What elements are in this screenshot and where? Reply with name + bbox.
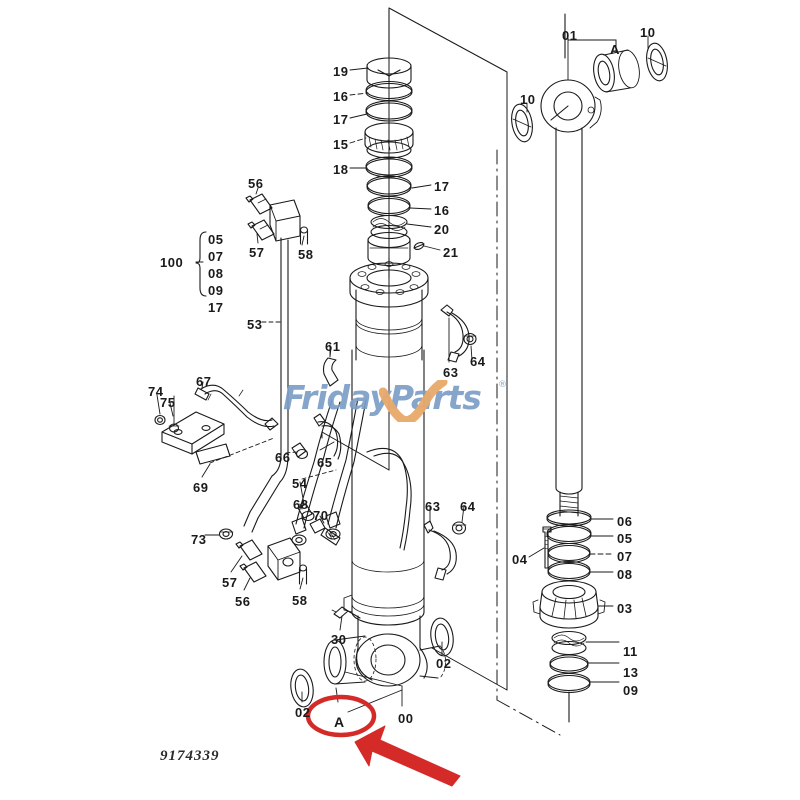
callout-05-c05: 05 (617, 531, 633, 546)
callout-64-c64b: 64 (460, 499, 476, 514)
callout-74-c74: 74 (148, 384, 164, 399)
callout-17-c17a: 17 (333, 112, 349, 127)
annotation-arrow (354, 725, 461, 787)
callout-11-c11: 11 (623, 644, 638, 659)
cylinder-tube (343, 349, 425, 626)
callout-13-c13: 13 (623, 665, 639, 680)
callout-56-c56a: 56 (248, 176, 264, 191)
annotation-highlight (305, 694, 377, 738)
callout-53-c53: 53 (247, 317, 263, 332)
kit-member-07: 07 (208, 249, 224, 264)
pin-58b (298, 564, 308, 585)
callout-66-c66: 66 (275, 450, 291, 465)
bolt-66 (291, 442, 309, 460)
sleeve-69 (195, 443, 231, 465)
nut-64-upper (463, 332, 477, 346)
callout-03-c03: 03 (617, 601, 633, 616)
center-dash-line (496, 149, 561, 736)
callout-02-c02a: 02 (436, 656, 452, 671)
callout-57-c57a: 57 (249, 245, 265, 260)
callout-21-c21: 21 (443, 245, 459, 260)
callout-18-c18: 18 (333, 162, 349, 177)
bushing-A (593, 49, 640, 93)
part-74 (154, 414, 166, 426)
callout-63-c63b: 63 (425, 499, 441, 514)
fitting-56 (245, 193, 273, 215)
callout-15-c15: 15 (333, 137, 349, 152)
callout-69-c69: 69 (193, 480, 209, 495)
leader-lines (156, 35, 649, 713)
callout-04-c04: 04 (512, 552, 528, 567)
valve-block-assembly (154, 384, 412, 585)
callout-10-c10b: 10 (520, 92, 536, 107)
piston-body-03 (532, 580, 606, 629)
fitting-57b (235, 539, 263, 561)
gland-seal-stack (364, 9, 425, 267)
clamp-63-64-lower (423, 520, 467, 581)
callout-01-c01: 01 (562, 28, 578, 43)
grease-nipple-30 (331, 606, 361, 619)
callout-58-c58a: 58 (298, 247, 314, 262)
callout-54-c54: 54 (292, 476, 308, 491)
bolt-04 (542, 526, 552, 569)
washer-73 (218, 528, 234, 540)
callout-16-c16a: 16 (333, 89, 349, 104)
construction-frame (321, 7, 508, 691)
seal-10-right (646, 42, 668, 82)
seal-10-left (511, 103, 533, 143)
callout-10-c10a: 10 (640, 25, 656, 40)
kit-member-09: 09 (208, 283, 224, 298)
callout-30-c30: 30 (331, 632, 347, 647)
fitting-57 (247, 219, 275, 241)
callout-56-c56b: 56 (235, 594, 251, 609)
kit-member-05: 05 (208, 232, 224, 247)
fitting-56b (239, 561, 267, 583)
callout-57-c57b: 57 (222, 575, 238, 590)
seal-02-right (430, 617, 454, 657)
callout-67-c67: 67 (196, 374, 212, 389)
callout-09-c09: 09 (623, 683, 639, 698)
callout-20-c20: 20 (434, 222, 450, 237)
callout-19-c19: 19 (333, 64, 349, 79)
callout-65-c65: 65 (317, 455, 333, 470)
callout-16-c16b: 16 (434, 203, 450, 218)
callout-73-c73: 73 (191, 532, 207, 547)
callout-61-c61: 61 (325, 339, 341, 354)
kit-bracket-100 (195, 231, 207, 297)
bushing-00 (323, 635, 377, 685)
nut-64-lower (451, 521, 467, 535)
piston-seal-stack (532, 509, 606, 723)
callout-70-c70: 70 (313, 508, 329, 523)
callout-02-c02b: 02 (295, 705, 311, 720)
callout-08-c08: 08 (617, 567, 633, 582)
callout-64-c64a: 64 (470, 354, 486, 369)
pin-58 (299, 226, 309, 245)
tube-base-clevis (290, 606, 454, 708)
kit-member-17: 17 (208, 300, 224, 315)
callout-A-cA1: A (610, 42, 620, 57)
callout-63-c63a: 63 (443, 365, 459, 380)
bolt-68 (297, 481, 315, 522)
callout-00-c00: 00 (398, 711, 414, 726)
part-number: 9174339 (160, 748, 220, 764)
callout-A-cA2: A (334, 714, 345, 730)
seal-02-left (290, 668, 314, 708)
piston-head (349, 257, 429, 361)
callout-07-c07: 07 (617, 549, 633, 564)
hose-lines-left (243, 193, 309, 533)
kit-id-100: 100 (160, 255, 184, 270)
callout-75-c75: 75 (160, 395, 176, 410)
callout-68-c68: 68 (293, 497, 309, 512)
bolt-70 (309, 518, 341, 546)
callout-58-c58b: 58 (292, 593, 308, 608)
piston-rod (555, 127, 583, 517)
callout-17-c17b: 17 (434, 179, 450, 194)
kit-member-08: 08 (208, 266, 224, 281)
callout-06-c06: 06 (617, 514, 633, 529)
